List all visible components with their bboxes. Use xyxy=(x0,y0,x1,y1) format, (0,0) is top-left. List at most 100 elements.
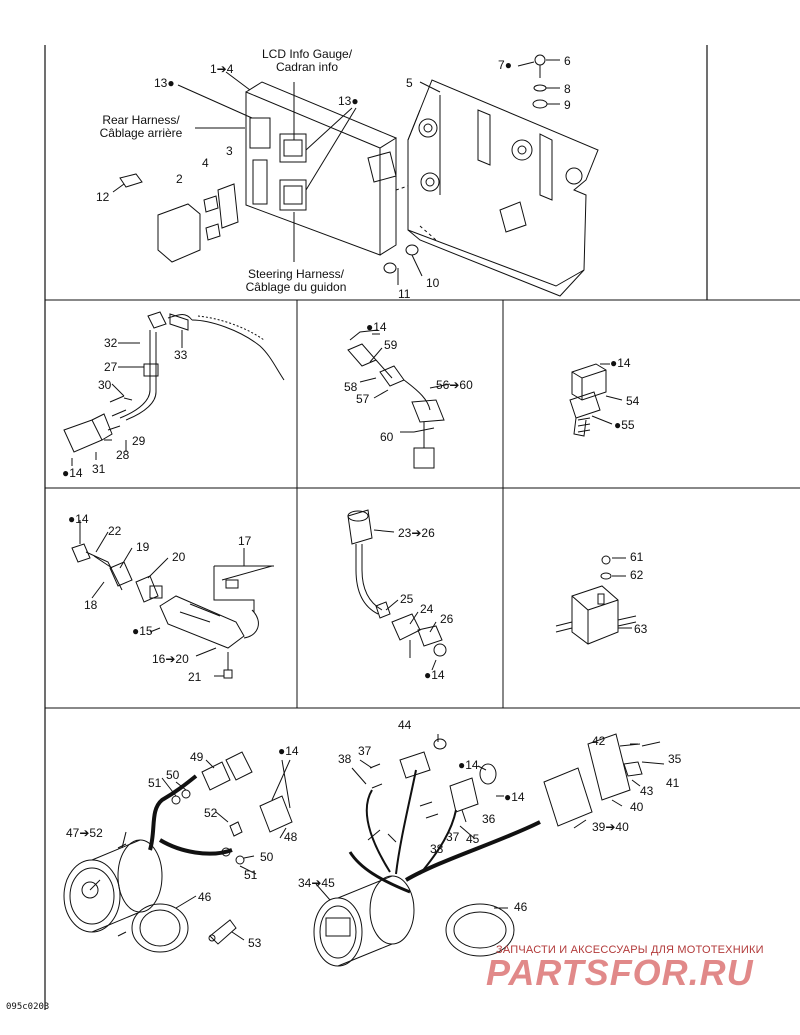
callout-55-num: 55 xyxy=(621,418,635,432)
part-3 xyxy=(217,183,239,229)
screw-6 xyxy=(534,54,546,66)
callout-47-52: 47➔52 xyxy=(66,826,103,840)
drop-icon: ● xyxy=(504,790,512,804)
callout-14-s8-num: 14 xyxy=(285,744,299,758)
callout-28: 28 xyxy=(116,448,130,462)
gauge-34-45 xyxy=(313,733,661,967)
watermark-tagline: ЗАПЧАСТИ И АКСЕССУАРЫ ДЛЯ МОТОТЕХНИКИ xyxy=(496,944,764,956)
lcd-gauge-label-line2: Cadran info xyxy=(275,60,339,74)
drop-icon: ● xyxy=(614,418,622,432)
washer-8 xyxy=(533,84,547,92)
callout-16-20: 16➔20 xyxy=(152,652,189,666)
callout-15-num: 15 xyxy=(139,624,153,638)
nut-11 xyxy=(383,262,397,274)
relay-2 xyxy=(157,203,201,263)
callout-3: 3 xyxy=(226,144,233,158)
callout-60: 60 xyxy=(380,430,394,444)
callout-26: 26 xyxy=(440,612,454,626)
washer-9 xyxy=(532,99,548,109)
callout-39-40: 39➔40 xyxy=(592,820,629,834)
callout-13b: 13● xyxy=(338,94,359,108)
callout-63: 63 xyxy=(634,622,648,636)
callout-30: 30 xyxy=(98,378,112,392)
callout-15: ●15 xyxy=(132,624,153,638)
callout-27: 27 xyxy=(104,360,118,374)
tee-sensor-assembly xyxy=(347,329,445,469)
callout-13b-num: 13 xyxy=(338,94,352,108)
cable-sensor-assembly-23-26 xyxy=(347,509,447,658)
pressure-switch-54 xyxy=(569,363,607,437)
rear-harness-label: Rear Harness/ Câblage arrière xyxy=(96,114,186,140)
callout-14-s4: ●14 xyxy=(610,356,631,370)
washer-10 xyxy=(405,244,419,256)
callout-14-s3-num: 14 xyxy=(373,320,387,334)
callout-2: 2 xyxy=(176,172,183,186)
callout-31: 31 xyxy=(92,462,106,476)
callout-14-s2-num: 14 xyxy=(69,466,83,480)
callout-14-s4-num: 14 xyxy=(617,356,631,370)
steering-harness-label: Steering Harness/ Câblage du guidon xyxy=(244,268,348,294)
callout-14-s9b: ●14 xyxy=(504,790,525,804)
callout-20: 20 xyxy=(172,550,186,564)
callout-13a: 13● xyxy=(154,76,175,90)
callout-46a: 46 xyxy=(198,890,212,904)
callout-37b: 37 xyxy=(446,830,460,844)
callout-46b: 46 xyxy=(514,900,528,914)
callout-7-num: 7 xyxy=(498,58,505,72)
callout-14-s5: ●14 xyxy=(68,512,89,526)
callout-14-s2: ●14 xyxy=(62,466,83,480)
rear-harness-label-line2: Câblage arrière xyxy=(99,126,183,140)
steering-harness-label-line2: Câblage du guidon xyxy=(245,280,347,294)
callout-14-s9a: ●14 xyxy=(458,758,479,772)
callout-24: 24 xyxy=(420,602,434,616)
callout-50b: 50 xyxy=(260,850,274,864)
steering-harness-label-line1: Steering Harness/ xyxy=(247,267,345,281)
callout-43: 43 xyxy=(640,784,654,798)
drop-icon: ● xyxy=(504,58,512,72)
callout-22: 22 xyxy=(108,524,122,538)
callout-10: 10 xyxy=(426,276,440,290)
callout-62: 62 xyxy=(630,568,644,582)
part-4 xyxy=(203,195,221,241)
callout-51a: 51 xyxy=(148,776,162,790)
sensor-assembly-16-20 xyxy=(71,543,274,679)
callout-34-45: 34➔45 xyxy=(298,876,335,890)
callout-51b: 51 xyxy=(244,868,258,882)
callout-37a: 37 xyxy=(358,744,372,758)
callout-14-s6: ●14 xyxy=(424,668,445,682)
mounting-bracket xyxy=(407,79,599,297)
callout-59: 59 xyxy=(384,338,398,352)
callout-14-s8: ●14 xyxy=(278,744,299,758)
callout-61: 61 xyxy=(630,550,644,564)
callout-19: 19 xyxy=(136,540,150,554)
callout-17: 17 xyxy=(238,534,252,548)
callout-56-60: 56➔60 xyxy=(436,378,473,392)
callout-14-s9b-num: 14 xyxy=(511,790,525,804)
drop-icon: ● xyxy=(610,356,618,370)
callout-4: 4 xyxy=(202,156,209,170)
callout-32: 32 xyxy=(104,336,118,350)
callout-14-s5-num: 14 xyxy=(75,512,89,526)
callout-25: 25 xyxy=(400,592,414,606)
callout-45: 45 xyxy=(466,832,480,846)
callout-8: 8 xyxy=(564,82,571,96)
lcd-gauge-label-line1: LCD Info Gauge/ xyxy=(262,47,353,61)
callout-7: 7● xyxy=(498,58,512,72)
callout-18: 18 xyxy=(84,598,98,612)
drawing-code: 095c0203 xyxy=(6,1002,50,1012)
callout-48: 48 xyxy=(284,830,298,844)
ecu-module xyxy=(245,81,398,256)
drop-icon: ● xyxy=(366,320,374,334)
callout-58: 58 xyxy=(344,380,358,394)
callout-49: 49 xyxy=(190,750,204,764)
drop-icon: ● xyxy=(62,466,70,480)
drop-icon: ● xyxy=(132,624,140,638)
lcd-gauge-label: LCD Info Gauge/ Cadran info xyxy=(262,48,352,74)
drop-icon: ● xyxy=(278,744,286,758)
callout-35: 35 xyxy=(668,752,682,766)
callout-12: 12 xyxy=(96,190,110,204)
coil-sensor-assembly xyxy=(63,311,285,453)
callout-5: 5 xyxy=(406,76,413,90)
callout-14-s6-num: 14 xyxy=(431,668,445,682)
